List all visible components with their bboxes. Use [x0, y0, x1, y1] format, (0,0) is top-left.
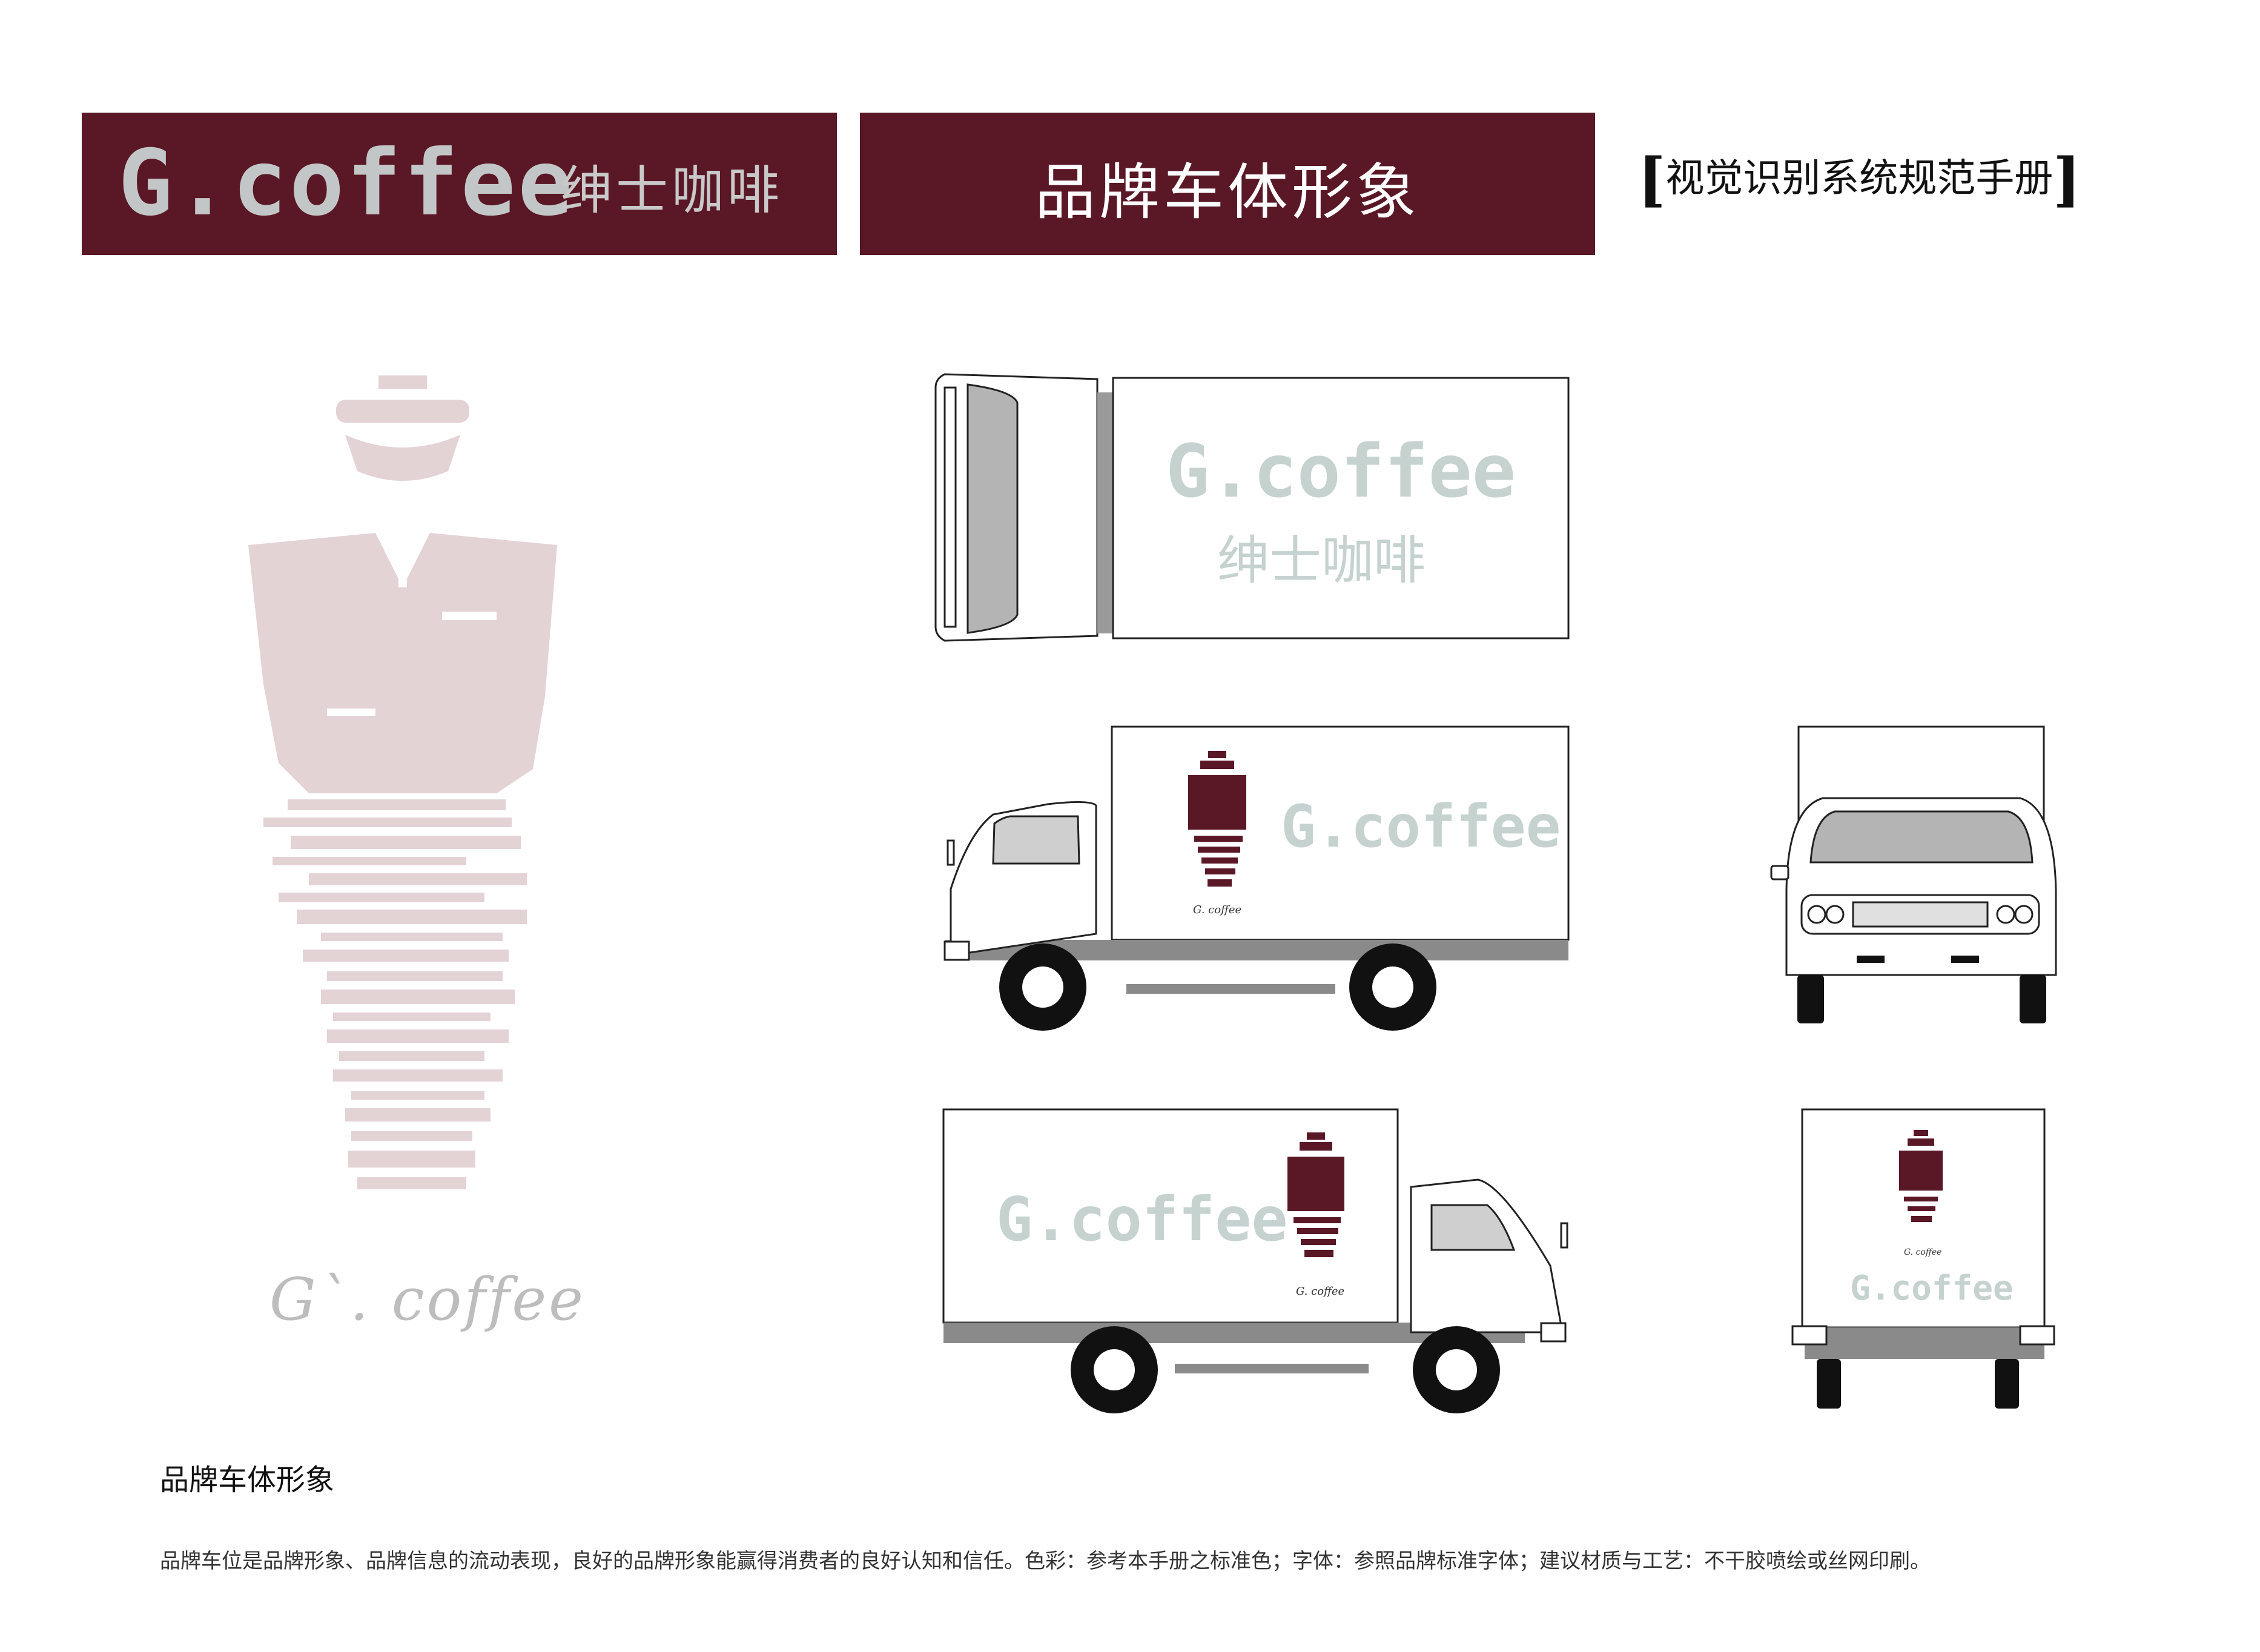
truck-side-right-view	[942, 1108, 1568, 1413]
truck-rear-logo: G.coffee	[1850, 1269, 2014, 1308]
truck-side-left-logo: G.coffee	[1281, 793, 1561, 861]
mascot-caption: G`. coffee	[269, 1266, 586, 1333]
truck-side-left-mascot	[1188, 751, 1246, 887]
truck-rear-mascot	[1899, 1130, 1943, 1222]
truck-side-right-logo: G.coffee	[996, 1184, 1288, 1255]
bracket-right-icon: ]	[2053, 145, 2081, 214]
gentleman-mascot-illustration	[248, 375, 557, 1189]
brand-name-cn: 绅士咖啡	[560, 160, 783, 221]
bracket-left-icon: [	[1638, 145, 1666, 214]
truck-top-view	[934, 373, 1570, 642]
truck-rear-mascot-caption: G. coffee	[1904, 1247, 1941, 1257]
manual-title: [视觉识别系统规范手册]	[1638, 145, 2081, 214]
section-title: 品牌车体形象	[1035, 157, 1420, 228]
manual-title-text: 视觉识别系统规范手册	[1665, 156, 2053, 201]
truck-rear-view	[1791, 1108, 2055, 1409]
footer-description: 品牌车位是品牌形象、品牌信息的流动表现，良好的品牌形象能赢得消费者的良好认知和信…	[160, 1549, 1931, 1573]
truck-side-left-mascot-caption: G. coffee	[1193, 904, 1241, 916]
truck-side-right-mascot-caption: G. coffee	[1296, 1285, 1344, 1298]
footer-heading: 品牌车体形象	[160, 1463, 335, 1497]
truck-side-left-view	[943, 725, 1570, 1031]
truck-side-right-mascot	[1287, 1132, 1344, 1257]
truck-top-brand-cn: 绅士咖啡	[1217, 530, 1426, 591]
header-section-band: 品牌车体形象	[860, 113, 1595, 255]
truck-front-view	[1770, 725, 2057, 1023]
truck-top-logo: G.coffee	[1166, 430, 1516, 514]
header-brand-band: G.coffee 绅士咖啡	[82, 113, 837, 255]
brand-logo-wordmark: G.coffee	[118, 131, 575, 236]
